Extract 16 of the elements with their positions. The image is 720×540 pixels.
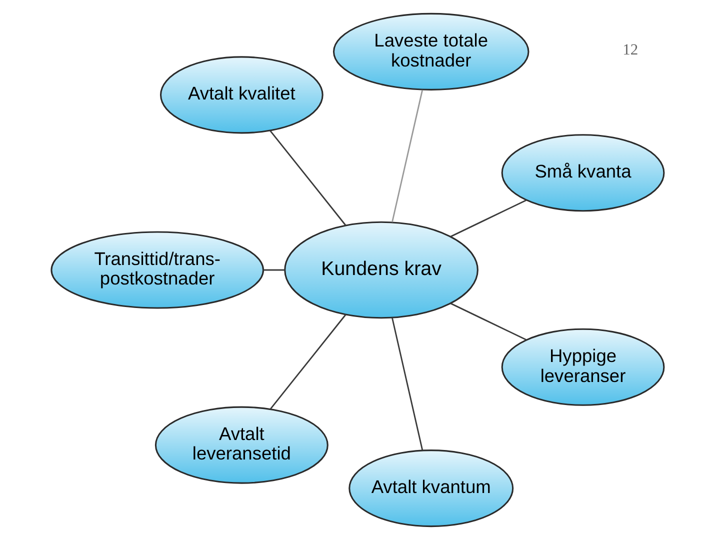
connector — [263, 269, 284, 271]
node-ellipse: Små kvanta — [501, 134, 665, 212]
connector — [450, 302, 526, 340]
connector — [270, 130, 346, 226]
node-ellipse: Transittid/trans- postkostnader — [50, 231, 264, 309]
node-ellipse: Avtalt kvantum — [348, 450, 514, 528]
node-ellipse: Laveste totale kostnader — [332, 12, 530, 90]
connector — [392, 90, 424, 222]
connector — [392, 318, 424, 450]
node-ellipse: Avtalt leveransetid — [154, 406, 328, 484]
connector — [450, 200, 526, 238]
node-ellipse: Avtalt kvalitet — [160, 56, 324, 134]
node-ellipse: Kundens krav — [284, 221, 478, 319]
node-ellipse: Hyppige leveranser — [501, 328, 665, 406]
connector — [270, 314, 346, 410]
label: 12 — [622, 41, 638, 58]
